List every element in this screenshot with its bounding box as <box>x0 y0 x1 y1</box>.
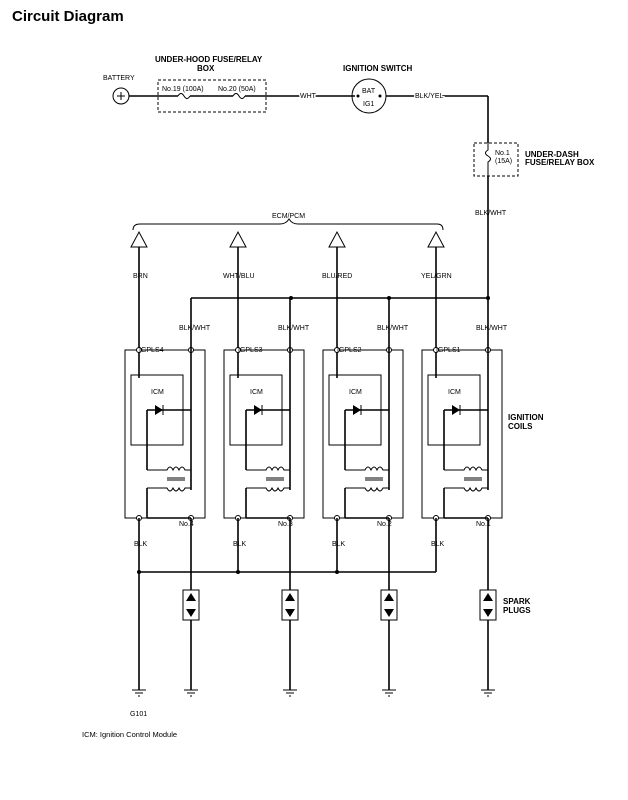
ignition-bat-label: BAT <box>362 88 376 95</box>
underdash-box-label-2: FUSE/RELAY BOX <box>525 158 595 167</box>
icm-label: ICM <box>448 389 461 396</box>
fuse-1-label-2: (15A) <box>495 158 512 165</box>
power-wire-label: BLK/WHT <box>179 325 211 332</box>
diode-icon <box>452 405 460 415</box>
signal-wire-label: YEL/GRN <box>421 273 452 280</box>
icm-label: ICM <box>349 389 362 396</box>
footnote: ICM: Ignition Control Module <box>82 730 177 739</box>
fuse-1-icon <box>485 143 491 176</box>
power-wire-label: BLK/WHT <box>377 325 409 332</box>
wire-blk-yel-label: BLK/YEL <box>415 93 444 100</box>
ignition-coils-label-1: IGNITION <box>508 413 544 422</box>
ground-icon <box>481 689 495 697</box>
ground-g101-label: G101 <box>130 711 147 718</box>
secondary-winding-icon <box>444 486 488 492</box>
ground-g101-icon <box>132 689 146 697</box>
primary-winding-icon <box>345 466 389 472</box>
diode-icon <box>254 405 262 415</box>
spark-plugs-label-1: SPARK <box>503 597 531 606</box>
primary-winding-icon <box>246 466 290 472</box>
coil-number-label: No.2 <box>377 521 392 528</box>
secondary-winding-icon <box>246 486 290 492</box>
ignition-ig1-label: IG1 <box>363 101 374 108</box>
page-title: Circuit Diagram <box>12 8 124 25</box>
ignition-coils-group: BRNIGPLS4BLK/WHTICMNo.4BLKWHT/BLUIGPLS3B… <box>124 230 508 697</box>
igpls-label: IGPLS3 <box>238 347 263 354</box>
signal-wire-label: BRN <box>133 273 148 280</box>
underdash-box-label-1: UNDER-DASH <box>525 150 579 159</box>
ground-icon <box>283 689 297 697</box>
spark-plugs-label-2: PLUGS <box>503 606 531 615</box>
ground-wire-label: BLK <box>431 541 445 548</box>
igpls-label: IGPLS4 <box>139 347 164 354</box>
coil-number-label: No.3 <box>278 521 293 528</box>
fuse-19-icon <box>177 93 191 99</box>
coil-number-label: No.1 <box>476 521 491 528</box>
primary-winding-icon <box>147 466 191 472</box>
underhood-box-label-1: UNDER-HOOD FUSE/RELAY <box>155 55 263 64</box>
igpls-label: IGPLS1 <box>436 347 461 354</box>
wire-blk-wht-label: BLK/WHT <box>475 210 507 217</box>
fuse-19-label: No.19 (100A) <box>162 86 204 93</box>
ignition-switch-label: IGNITION SWITCH <box>343 64 413 73</box>
power-wire-label: BLK/WHT <box>278 325 310 332</box>
battery-label: BATTERY <box>103 75 135 82</box>
icm-label: ICM <box>250 389 263 396</box>
signal-wire-label: BLU/RED <box>322 273 352 280</box>
ecm-pcm-bracket: ECM/PCM <box>132 213 444 231</box>
fuse-1-label-1: No.1 <box>495 150 510 157</box>
secondary-winding-icon <box>147 486 191 492</box>
fuse-20-label: No.20 (50A) <box>218 86 256 93</box>
battery: BATTERY <box>103 75 135 105</box>
ignition-switch: IGNITION SWITCH BAT IG1 <box>343 64 413 114</box>
underdash-fuse-box: No.1 (15A) UNDER-DASH FUSE/RELAY BOX <box>473 142 595 177</box>
icm-label: ICM <box>151 389 164 396</box>
ecm-output-arrow-icon <box>427 230 445 248</box>
underhood-box-label-2: BOX <box>197 64 215 73</box>
wire-wht-label: WHT <box>300 93 317 100</box>
power-wire-label: BLK/WHT <box>476 325 508 332</box>
ecm-pcm-label: ECM/PCM <box>272 213 305 220</box>
ecm-output-arrow-icon <box>130 230 148 248</box>
underdash-box-outline <box>473 142 519 177</box>
diode-icon <box>353 405 361 415</box>
primary-winding-icon <box>444 466 488 472</box>
ecm-output-arrow-icon <box>328 230 346 248</box>
ground-wire-label: BLK <box>134 541 148 548</box>
underhood-fuse-box: UNDER-HOOD FUSE/RELAY BOX No.19 (100A) N… <box>155 55 267 113</box>
diode-icon <box>155 405 163 415</box>
ecm-output-arrow-icon <box>229 230 247 248</box>
ground-icon <box>184 689 198 697</box>
coil-number-label: No.4 <box>179 521 194 528</box>
secondary-winding-icon <box>345 486 389 492</box>
ground-wire-label: BLK <box>332 541 346 548</box>
fuse-20-icon <box>232 93 246 99</box>
igpls-label: IGPLS2 <box>337 347 362 354</box>
ground-wire-label: BLK <box>233 541 247 548</box>
ignition-coils-label-2: COILS <box>508 422 533 431</box>
ground-icon <box>382 689 396 697</box>
signal-wire-label: WHT/BLU <box>223 273 255 280</box>
ecm-bracket-line <box>132 218 444 231</box>
